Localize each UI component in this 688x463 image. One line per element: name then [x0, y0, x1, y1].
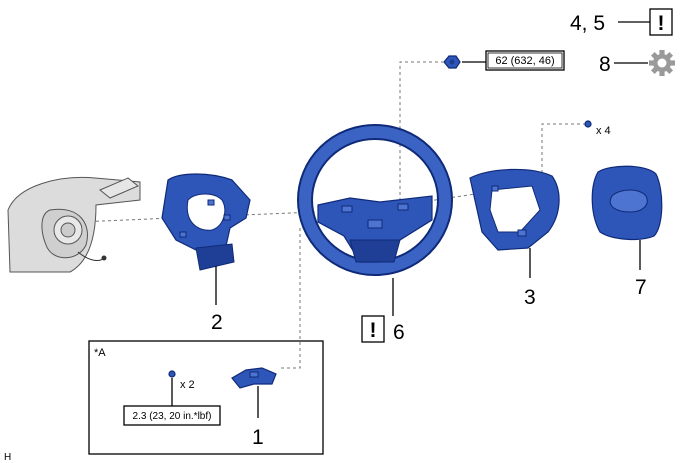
torque-main-text: 62 (632, 46): [495, 55, 554, 67]
caution-symbol-part-6: !: [370, 319, 377, 342]
inset-screw: [168, 370, 176, 378]
label-part-3: 3: [524, 286, 536, 309]
part-1-switch: [231, 367, 277, 389]
inset-box-a: [88, 340, 324, 455]
dash-nut: [399, 61, 444, 210]
torque-inset-text: 2.3 (23, 20 in.*lbf): [133, 411, 212, 422]
steering-wheel-nut: [443, 55, 461, 69]
torque-spec-inset: 2.3 (23, 20 in.*lbf): [123, 405, 221, 426]
part-3-rear-cover: [469, 168, 560, 251]
qty-inset: x 2: [180, 379, 195, 391]
steering-column: [7, 177, 141, 273]
part-6-steering-wheel: [297, 124, 453, 276]
label-part-8: 8: [599, 53, 611, 76]
label-part-6: 6: [393, 321, 405, 344]
label-part-4-5: 4, 5: [570, 12, 605, 35]
part-7-horn-button: [591, 165, 663, 241]
gear-icon: [649, 50, 675, 76]
label-part-1: 1: [252, 426, 264, 449]
qty-screws: x 4: [596, 125, 611, 137]
caution-icon-part-6: !: [361, 315, 385, 343]
label-part-7: 7: [635, 276, 647, 299]
torque-spec-main: 62 (632, 46): [485, 50, 565, 71]
dash-inset: [278, 228, 301, 369]
part-2-lower-cover: [161, 173, 251, 271]
corner-mark: H: [4, 452, 11, 463]
inset-label: *A: [94, 347, 106, 359]
label-part-2: 2: [211, 311, 223, 334]
caution-icon: !: [649, 8, 673, 36]
caution-symbol: !: [658, 12, 665, 35]
screw-part-3: [584, 120, 592, 128]
